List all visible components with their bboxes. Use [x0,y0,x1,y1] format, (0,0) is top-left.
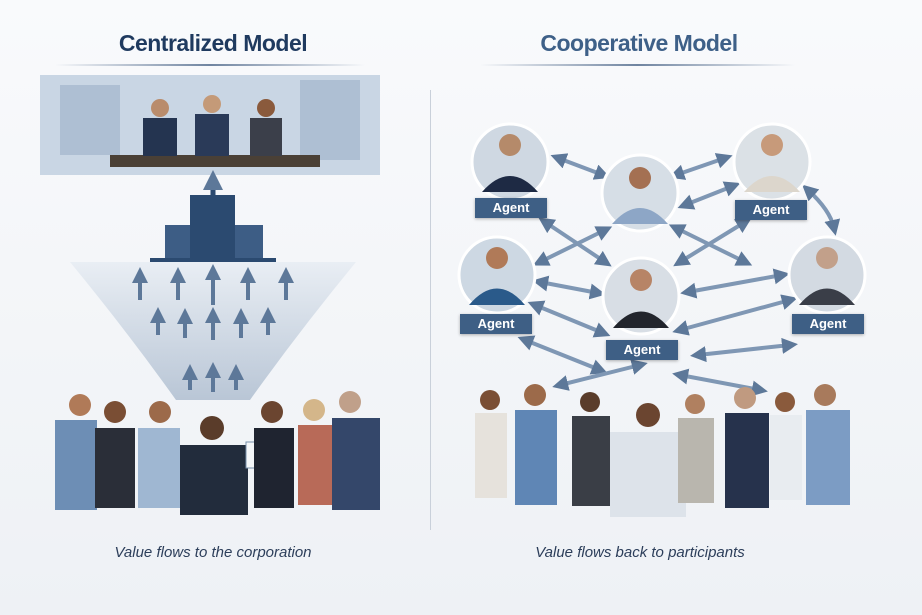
agent-label: Agent [792,314,864,334]
centralized-caption: Value flows to the corporation [114,544,312,561]
agent-figures [469,134,855,328]
agent-avatars [457,122,867,336]
agent-label: Agent [460,314,532,334]
corporate-building-icon [150,195,276,262]
title-underline [480,64,795,66]
agent-label: Agent [475,198,547,218]
funnel-arrows [132,264,294,392]
employee-group-image [55,391,380,515]
boardroom-meeting-image [40,75,380,175]
agent-label: Agent [735,200,807,220]
panel-divider [430,90,431,530]
cooperative-model-title: Cooperative Model [540,30,738,56]
centralized-model-title: Centralized Model [118,30,308,56]
cooperative-caption: Value flows back to participants [535,544,745,561]
title-underline [55,64,365,66]
participant-group-image [475,384,850,517]
agent-label: Agent [606,340,678,360]
